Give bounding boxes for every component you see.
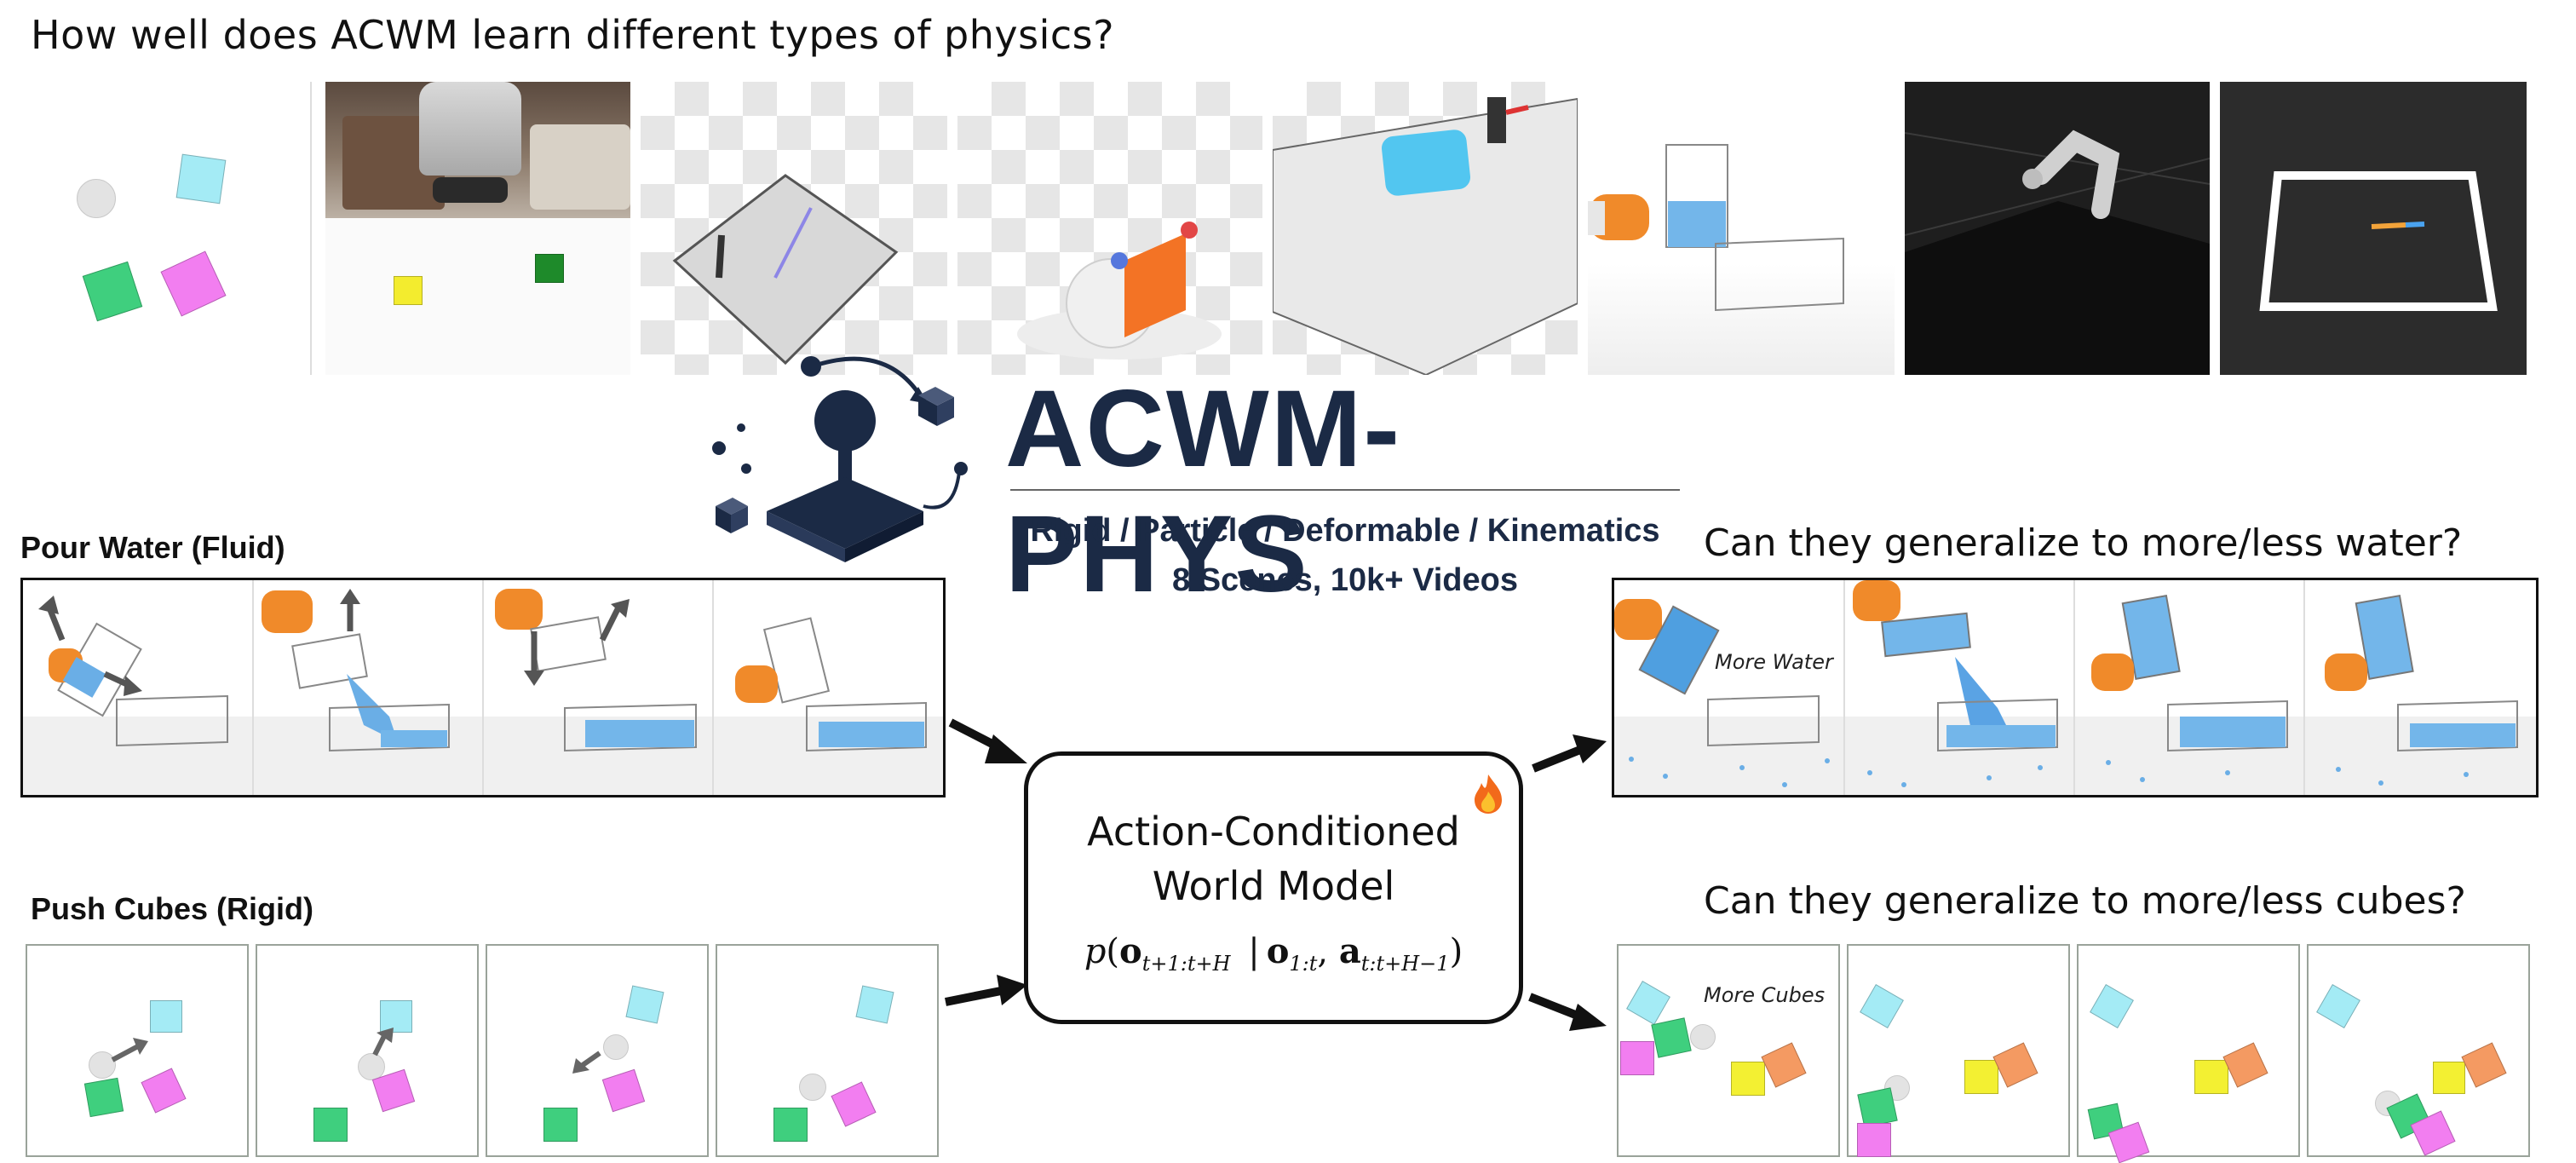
more-cubes-frame-3 <box>2077 944 2300 1163</box>
cube-green <box>773 1108 808 1142</box>
cube-cyan <box>1626 981 1670 1025</box>
ball <box>77 179 116 218</box>
formula-bar: | <box>1248 932 1260 971</box>
arrow-pour-to-model <box>948 718 1027 763</box>
scene-thumb-kinematics <box>2220 82 2527 375</box>
cube-cyan <box>2316 984 2360 1028</box>
cube-green <box>1651 1017 1692 1058</box>
cube-green <box>535 254 564 283</box>
cube-pink <box>160 250 227 317</box>
cube-cyan <box>150 1000 182 1033</box>
formula-close: ) <box>1449 932 1463 971</box>
cube-cyan <box>2090 984 2134 1028</box>
brand-subtitle-2: 8 Scenes, 10k+ Videos <box>1172 562 1518 598</box>
pour-water-label: Pour Water (Fluid) <box>20 530 285 565</box>
formula-a: a <box>1338 931 1361 971</box>
brand-title: ACWM-PHYS <box>1005 368 1401 615</box>
cube-pink <box>831 1081 877 1127</box>
model-title-line1: Action-Conditioned <box>1087 809 1460 855</box>
cube-cyan <box>380 1000 412 1033</box>
cube-yellow <box>1964 1060 1998 1094</box>
push-cubes-frame-1 <box>26 944 249 1157</box>
push-cubes-frame-3 <box>486 944 709 1157</box>
formula-o-sub: 1:t <box>1289 952 1318 976</box>
brand-divider <box>1010 489 1680 491</box>
cube-green <box>1857 1087 1898 1128</box>
pour-water-panel <box>20 578 946 797</box>
cube-yellow <box>394 276 423 305</box>
cube-orange <box>2461 1042 2507 1088</box>
push-cubes-frame-2 <box>256 944 479 1157</box>
cube-orange <box>1761 1042 1807 1088</box>
world-model-box: Action-Conditioned World Model p(ot+1:t+… <box>1024 751 1523 1024</box>
cube-orange <box>1992 1042 2038 1088</box>
joystick-icon <box>712 356 968 562</box>
push-cubes-frame-4 <box>716 944 939 1157</box>
cube-yellow <box>1731 1062 1765 1096</box>
cube-cyan <box>855 985 894 1024</box>
ball <box>603 1034 629 1060</box>
more-cubes-frame-4 <box>2307 944 2530 1157</box>
ball <box>89 1051 116 1079</box>
headline: How well does ACWM learn different types… <box>31 12 1115 58</box>
brand-subtitle-1: Rigid / Particle / Deformable / Kinemati… <box>1030 513 1660 549</box>
cube-pink <box>1620 1041 1654 1075</box>
scene-thumb-cloth <box>957 82 1262 375</box>
cube-cyan <box>1860 984 1904 1028</box>
formula-p: p <box>1084 932 1107 971</box>
formula-lhs: o <box>1119 931 1142 971</box>
scene-thumb-pour-water <box>1588 82 1895 375</box>
more-cubes-tag: More Cubes <box>1704 983 1826 1007</box>
cube-green <box>543 1108 578 1142</box>
robot-arm <box>419 82 521 176</box>
ball <box>1690 1024 1716 1050</box>
scene-thumb-rope <box>641 82 947 375</box>
ball <box>358 1053 385 1080</box>
more-cubes-frame-2 <box>1847 944 2070 1157</box>
arrow-push-to-model <box>945 975 1027 1006</box>
scene-thumb-particles <box>1273 82 1578 375</box>
water-generalize-question: Can they generalize to more/less water? <box>1704 521 2463 565</box>
more-water-tag: More Water <box>1715 650 1833 674</box>
ball <box>799 1074 826 1101</box>
push-cubes-label: Push Cubes (Rigid) <box>31 891 313 926</box>
formula-o: o <box>1266 931 1290 971</box>
model-formula: p(ot+1:t+H |o1:t, at:t+H−1) <box>1028 931 1519 976</box>
more-cubes-frame-1: More Cubes <box>1617 944 1840 1157</box>
cube-yellow <box>2433 1062 2465 1094</box>
water-generalize-panel: More Water <box>1612 578 2539 797</box>
scene-thumb-real-robot <box>325 82 630 375</box>
cube-orange <box>2222 1042 2268 1088</box>
cube-cyan <box>175 153 227 204</box>
scene-thumb-push-cubes <box>10 82 312 375</box>
model-title-line2: World Model <box>1152 863 1395 909</box>
formula-lhs-sub: t+1:t+H <box>1141 952 1231 976</box>
arrow-model-to-cubes <box>1528 993 1607 1031</box>
scene-thumb-robot-arm <box>1905 82 2210 375</box>
formula-a-sub: t:t+H−1 <box>1360 952 1450 976</box>
arrow-model-to-water <box>1532 734 1607 773</box>
cube-yellow <box>2194 1060 2228 1094</box>
fire-icon <box>1471 773 1505 815</box>
formula-open: ( <box>1106 932 1120 971</box>
cube-green <box>82 261 143 322</box>
cube-green <box>313 1108 348 1142</box>
cubes-generalize-question: Can they generalize to more/less cubes? <box>1704 879 2466 923</box>
formula-comma: , <box>1317 932 1329 971</box>
cube-pink <box>1857 1123 1891 1157</box>
